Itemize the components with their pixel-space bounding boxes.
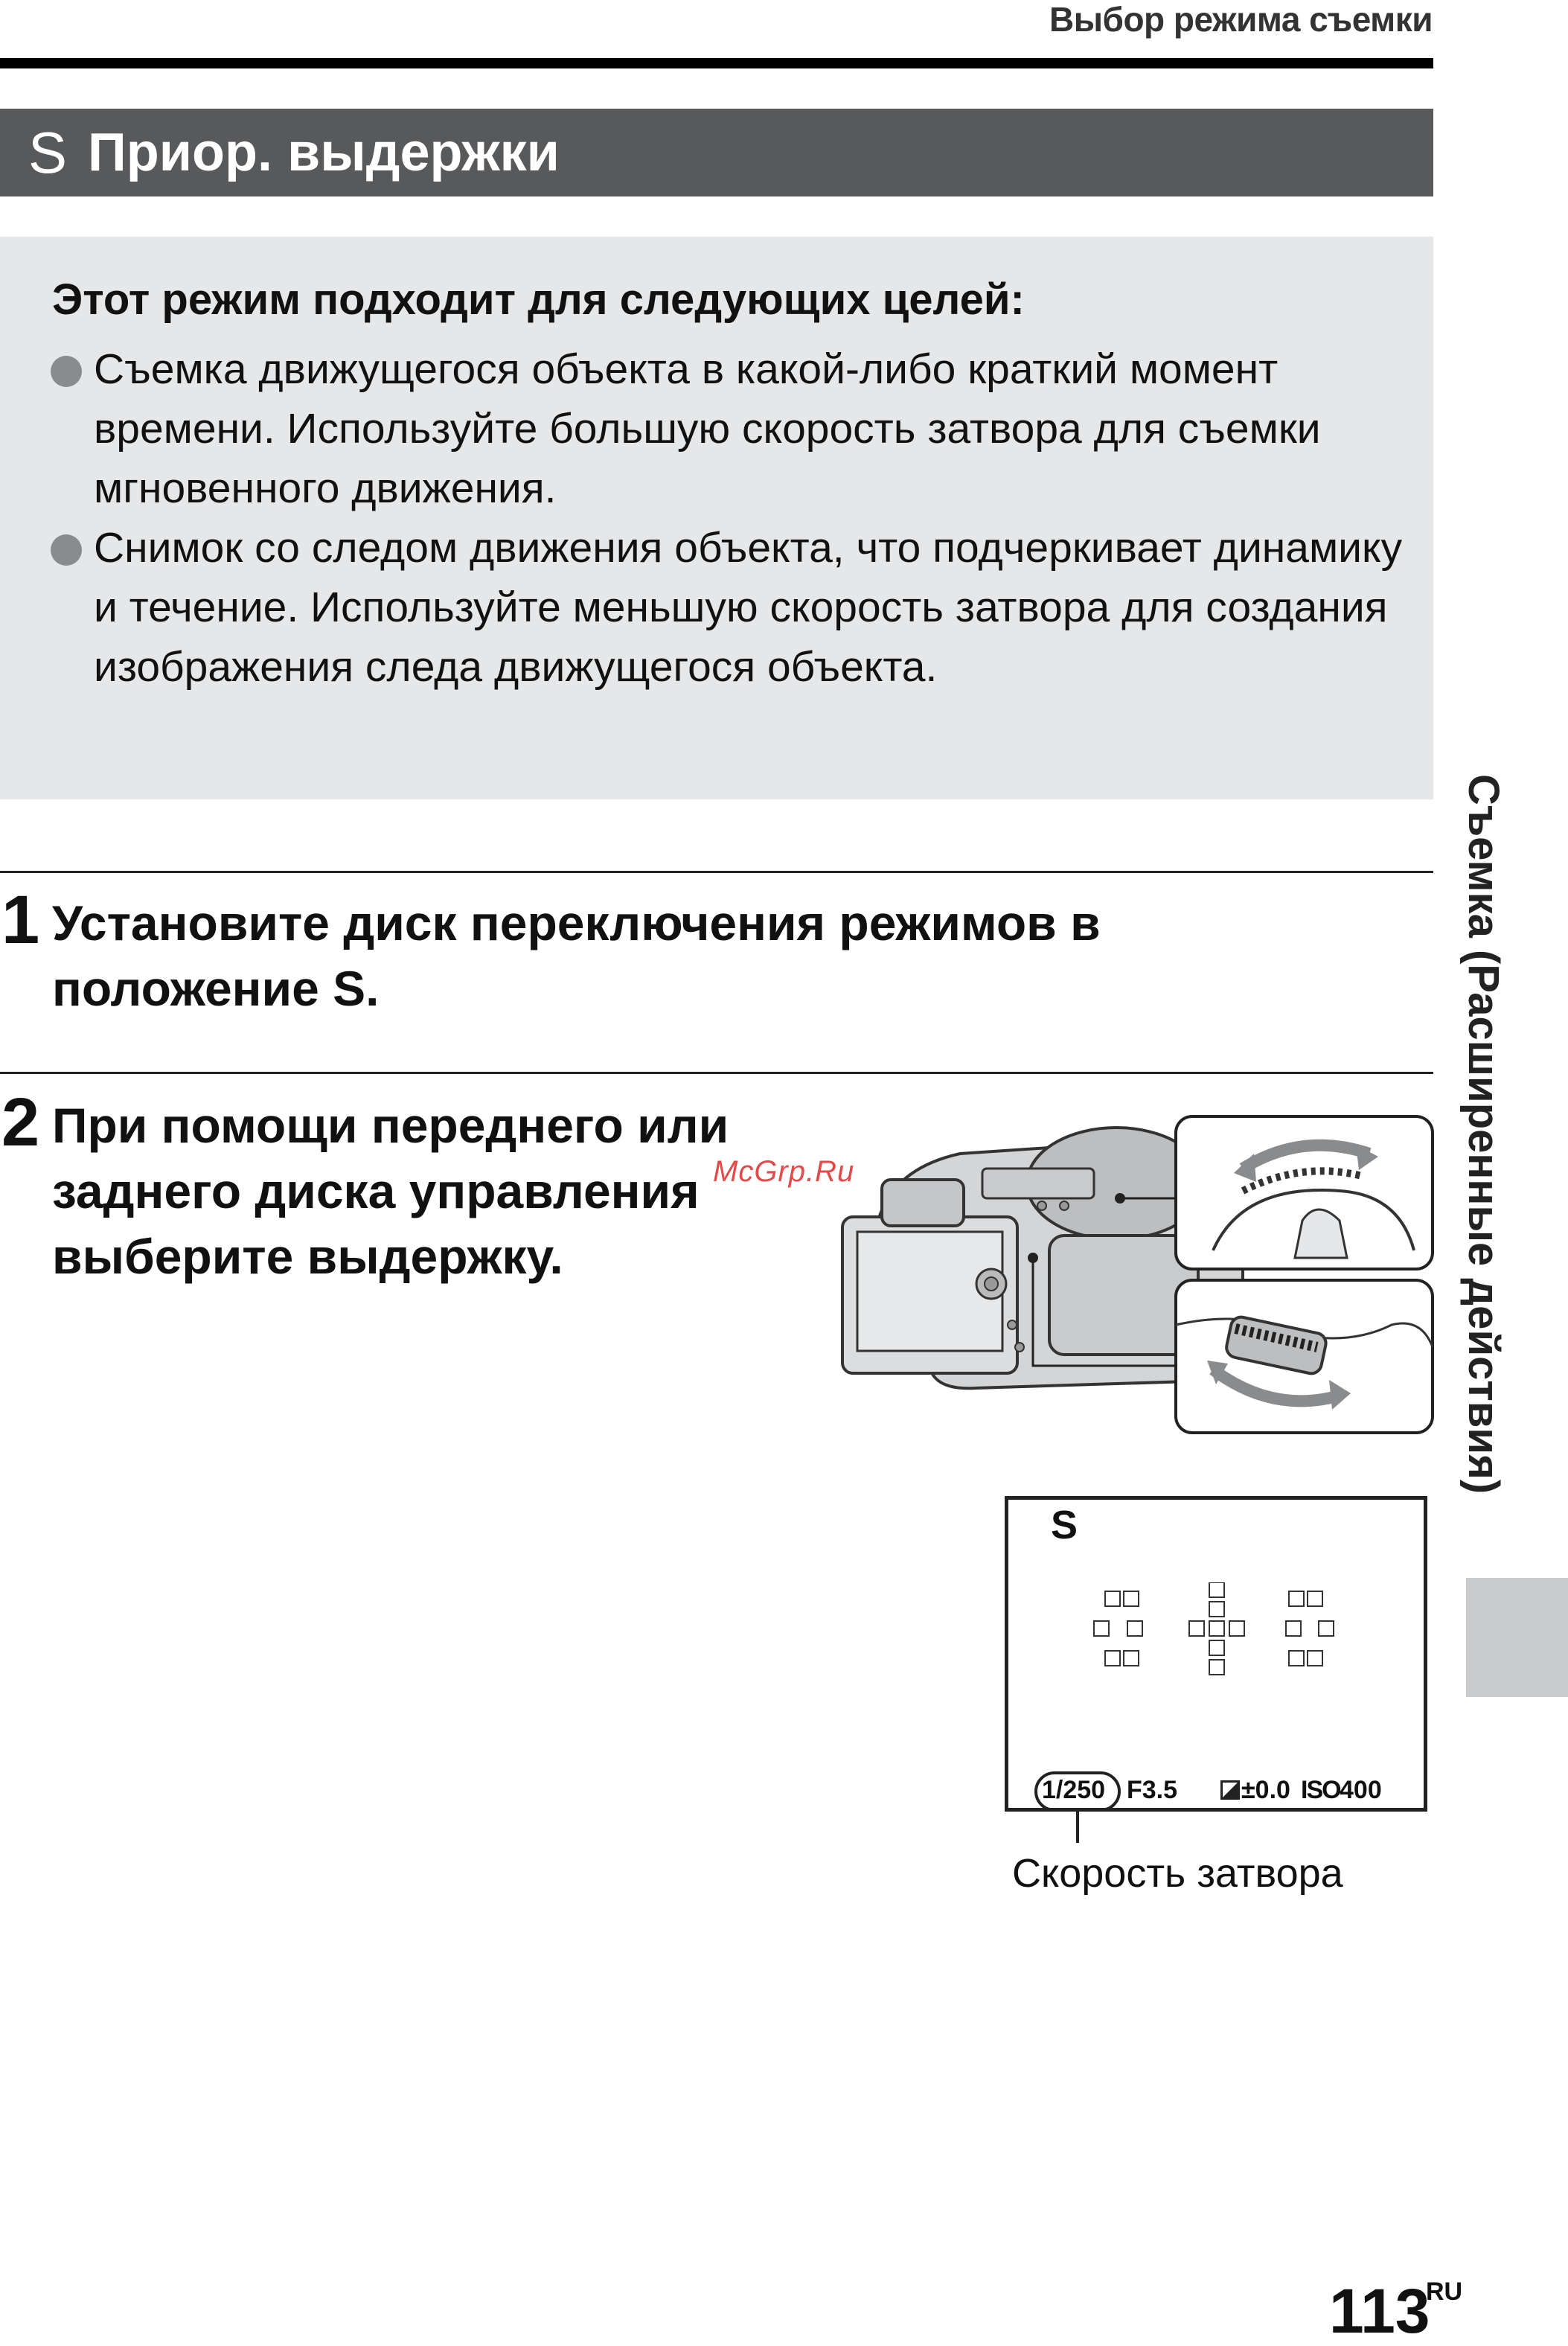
step-rule [0,871,1433,873]
rear-dial-ridges [1241,1167,1363,1195]
watermark: McGrp.Ru [713,1155,855,1188]
af-point [1123,1591,1139,1607]
purpose-bullet: Съемка движущегося объекта в какой-либо … [51,339,1412,518]
af-point [1209,1640,1225,1656]
leader-line [1031,1258,1176,1367]
af-point [1209,1601,1225,1617]
rear-dial-center [984,1276,999,1291]
step-text: При помощи переднего или заднего диска у… [52,1098,729,1284]
vf-shutter-speed: 1/250 [1042,1776,1106,1804]
mode-letter: S [28,119,68,185]
chapter-tab-marker [1466,1578,1568,1697]
rear-dial-body [1212,1189,1415,1251]
top-plate [981,1167,1095,1200]
af-point [1288,1591,1305,1607]
section-title-bar: S Приор. выдержки [0,109,1433,196]
step-number: 2 [1,1084,40,1160]
af-point [1288,1650,1305,1666]
af-point [1104,1591,1121,1607]
camera-illustration [841,1115,1434,1434]
caption-leader-line [1076,1810,1079,1843]
af-point [1188,1620,1205,1637]
af-point [1285,1620,1302,1637]
running-header: Выбор режима съемки [1049,0,1433,39]
page-language: RU [1426,2278,1463,2306]
af-point [1093,1620,1110,1637]
step-rule [0,1072,1433,1074]
viewfinder-mode: S [1051,1503,1078,1547]
bullet-text: Снимок со следом движения объекта, что п… [94,524,1403,691]
af-point [1307,1591,1323,1607]
af-point [1104,1650,1121,1666]
bullet-dot-icon [51,356,82,387]
af-points-grid [1093,1582,1334,1675]
purpose-bullet: Снимок со следом движения объекта, что п… [51,518,1412,697]
chapter-side-tab: Съемка (Расширенные действия) [1459,774,1508,1495]
af-point [1209,1582,1225,1598]
front-dial-ridges [1234,1323,1319,1352]
arrow-head-icon [1234,1154,1256,1182]
camera-button [1007,1320,1017,1330]
af-point [1123,1650,1139,1666]
shutter-speed-caption: Скорость затвора [1012,1851,1343,1896]
arrow-head-icon [1207,1361,1228,1384]
arrow-head-icon [1329,1380,1351,1410]
step-text: Установите диск переключения режимов в п… [52,895,1101,1016]
vf-iso-value: 400 [1340,1776,1382,1804]
af-point [1229,1620,1245,1637]
af-point [1209,1620,1225,1637]
bullet-text: Съемка движущегося объекта в какой-либо … [94,345,1321,512]
finger-outline [1175,1317,1434,1348]
af-point [1209,1659,1225,1675]
vf-exposure-comp: ±0.0 [1241,1776,1290,1804]
af-point [1127,1620,1143,1637]
vf-iso-label: ISO [1301,1776,1342,1804]
bullet-dot-icon [51,534,82,566]
viewfinder-display [1005,1496,1427,1812]
page-number: 113 [1329,2276,1430,2346]
af-point [1307,1650,1323,1666]
step-number: 1 [1,882,40,958]
camera-button [1014,1342,1025,1352]
vf-aperture: F3.5 [1127,1776,1178,1804]
rotate-arrow-icon [1209,1364,1342,1407]
inset-detail [1293,1208,1348,1259]
camera-button [1059,1201,1069,1211]
purpose-box [0,237,1433,799]
exposure-comp-icon [1220,1780,1240,1800]
eyepiece [880,1178,965,1227]
camera-button [1037,1201,1047,1211]
af-point [1318,1620,1334,1637]
header-rule [0,58,1433,68]
arrow-head-icon [1356,1145,1378,1170]
purpose-heading: Этот режим подходит для следующих целей: [52,275,1025,324]
rotate-arrow-icon [1239,1139,1372,1174]
section-title: Приор. выдержки [88,123,560,182]
